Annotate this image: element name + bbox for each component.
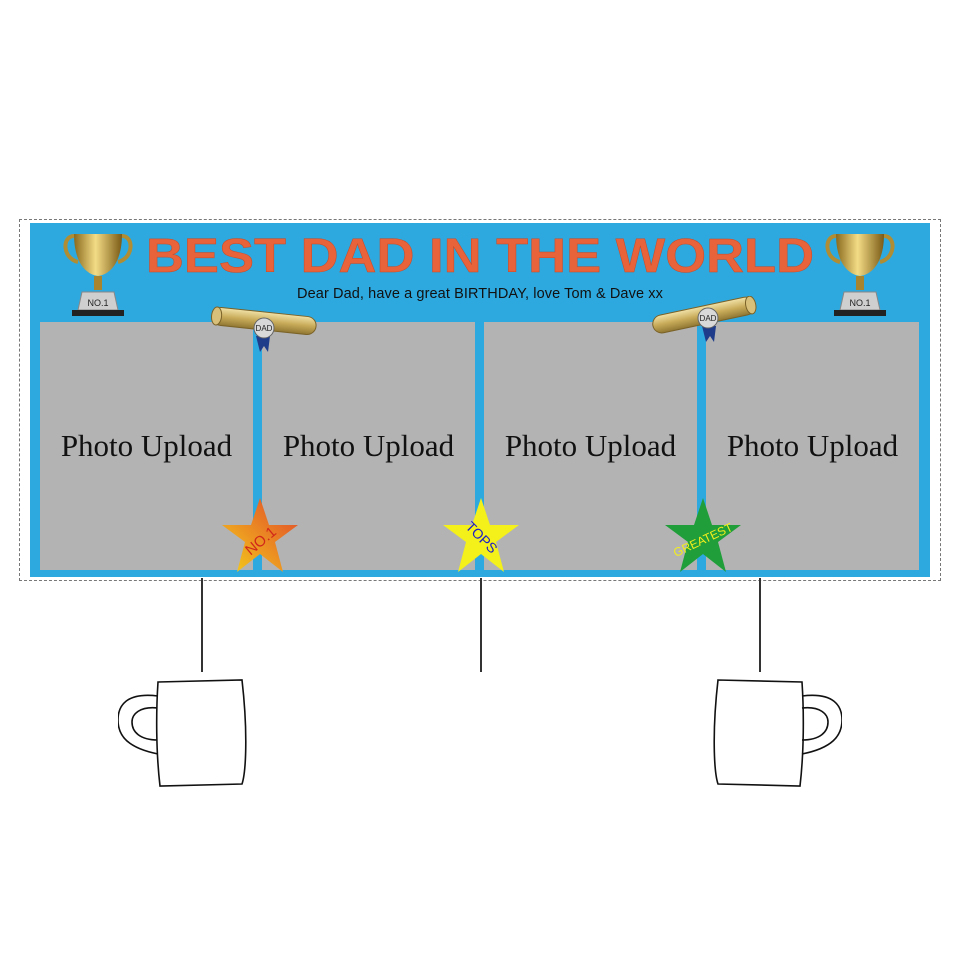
photo-upload-label: Photo Upload [60, 428, 233, 463]
trophy-icon: NO.1 [63, 234, 133, 316]
photo-upload-slot[interactable]: Photo Upload [706, 322, 919, 570]
star-orange-icon: NO.1 [222, 498, 298, 572]
connector-line [480, 578, 482, 672]
diploma-scroll-icon: DAD [211, 306, 317, 352]
star-yellow-icon: TOPS [443, 498, 519, 572]
diploma-scroll-icon: DAD [652, 296, 757, 342]
svg-text:NO.1: NO.1 [87, 298, 108, 308]
photo-upload-slot[interactable]: Photo Upload [40, 322, 253, 570]
star-green-icon: GREATEST [665, 498, 741, 572]
trophy-icon: NO.1 [825, 234, 895, 316]
photo-upload-label: Photo Upload [504, 428, 677, 463]
photo-upload-slot[interactable]: Photo Upload [484, 322, 697, 570]
svg-text:DAD: DAD [700, 314, 717, 323]
connector-line [759, 578, 761, 672]
banner-subtitle: Dear Dad, have a great BIRTHDAY, love To… [297, 286, 663, 302]
svg-text:NO.1: NO.1 [849, 298, 870, 308]
photo-upload-label: Photo Upload [282, 428, 455, 463]
mug-left-icon[interactable] [118, 672, 248, 790]
svg-text:DAD: DAD [256, 324, 273, 333]
connector-line [201, 578, 203, 672]
banner-title: BEST DAD IN THE WORLD [146, 230, 815, 284]
svg-text:BEST DAD IN THE WORLD: BEST DAD IN THE WORLD [146, 230, 814, 283]
mug-right-icon[interactable] [712, 672, 842, 790]
photo-upload-slot[interactable]: Photo Upload [262, 322, 475, 570]
photo-upload-label: Photo Upload [726, 428, 899, 463]
